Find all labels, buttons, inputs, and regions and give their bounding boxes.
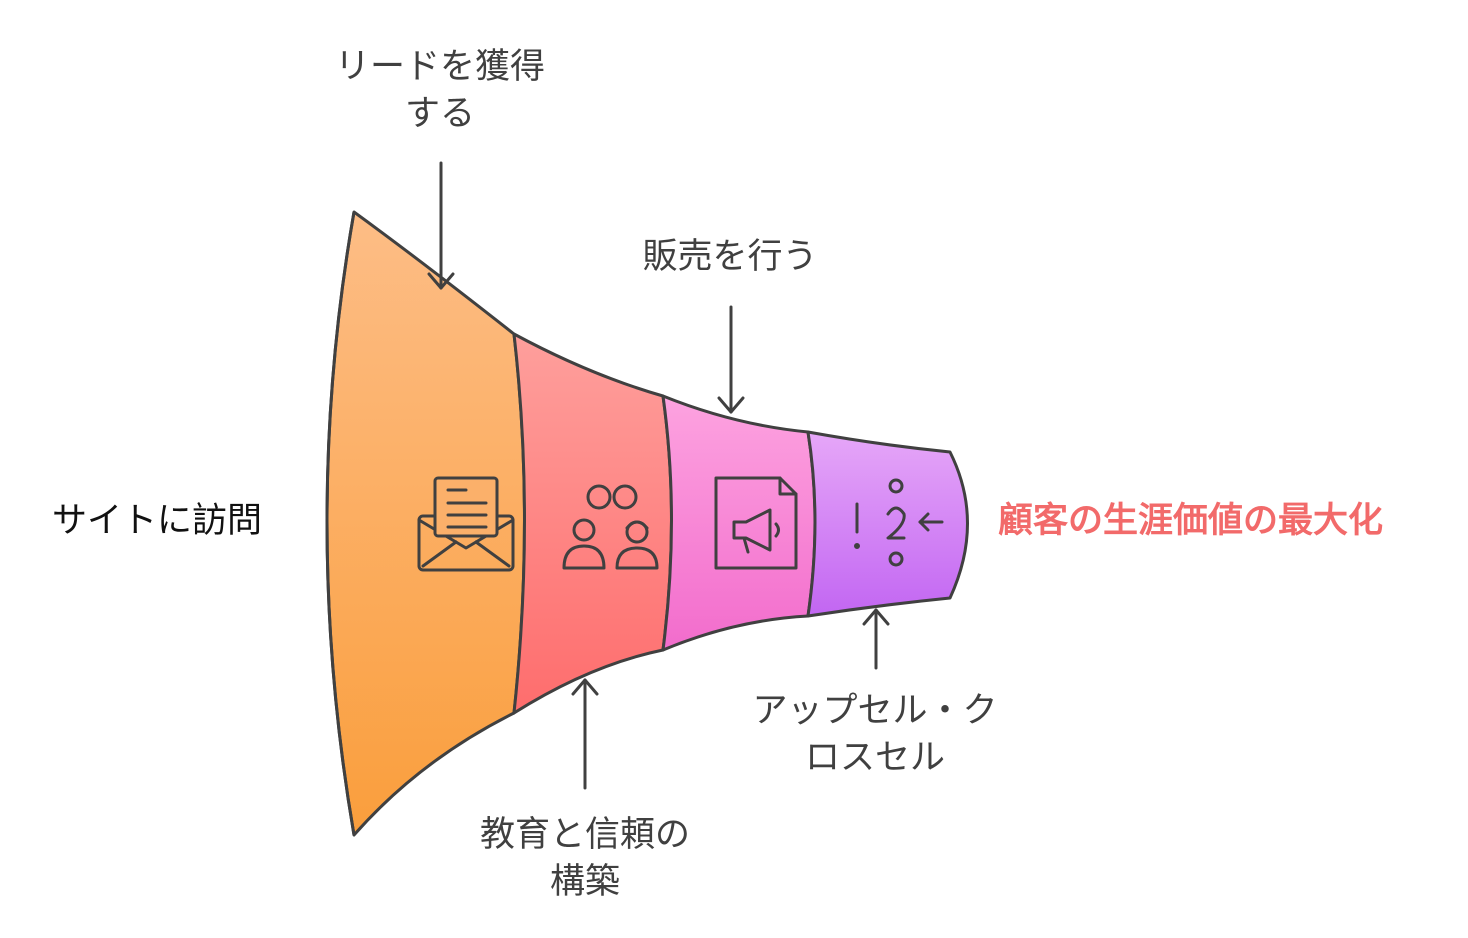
stage-label-education: 教育と信頼の 構築 xyxy=(440,812,730,906)
funnel-segment-upsell xyxy=(806,430,969,618)
stage-label-line: リードを獲得 xyxy=(334,47,545,87)
funnel-mouth-rim xyxy=(325,211,356,836)
stage-label-line: する xyxy=(404,94,475,134)
envelope-letter-icon xyxy=(417,476,515,572)
stage-label-line: 構築 xyxy=(549,862,620,902)
arrow-education xyxy=(571,678,599,790)
stage-label-line: ロスセル xyxy=(804,738,945,778)
stage-label-line: アップセル・ク xyxy=(752,691,998,731)
arrow-lead xyxy=(427,161,455,290)
stage-label-sales: 販売を行う xyxy=(600,234,860,281)
end-label: 顧客の生涯価値の最大化 xyxy=(998,501,1384,541)
megaphone-document-icon xyxy=(714,476,798,570)
stage-label-lead: リードを獲得 する xyxy=(300,44,580,138)
arrow-sales xyxy=(717,305,745,414)
two-people-link-icon xyxy=(562,484,659,570)
stage-label-upsell: アップセル・ク ロスセル xyxy=(720,688,1030,782)
stage-label-line: 販売を行う xyxy=(642,237,818,277)
start-label: サイトに訪問 xyxy=(52,501,263,541)
exclamation-question-arrow-icon xyxy=(854,478,944,567)
arrow-upsell xyxy=(862,608,890,670)
stage-label-line: 教育と信頼の xyxy=(479,815,690,855)
